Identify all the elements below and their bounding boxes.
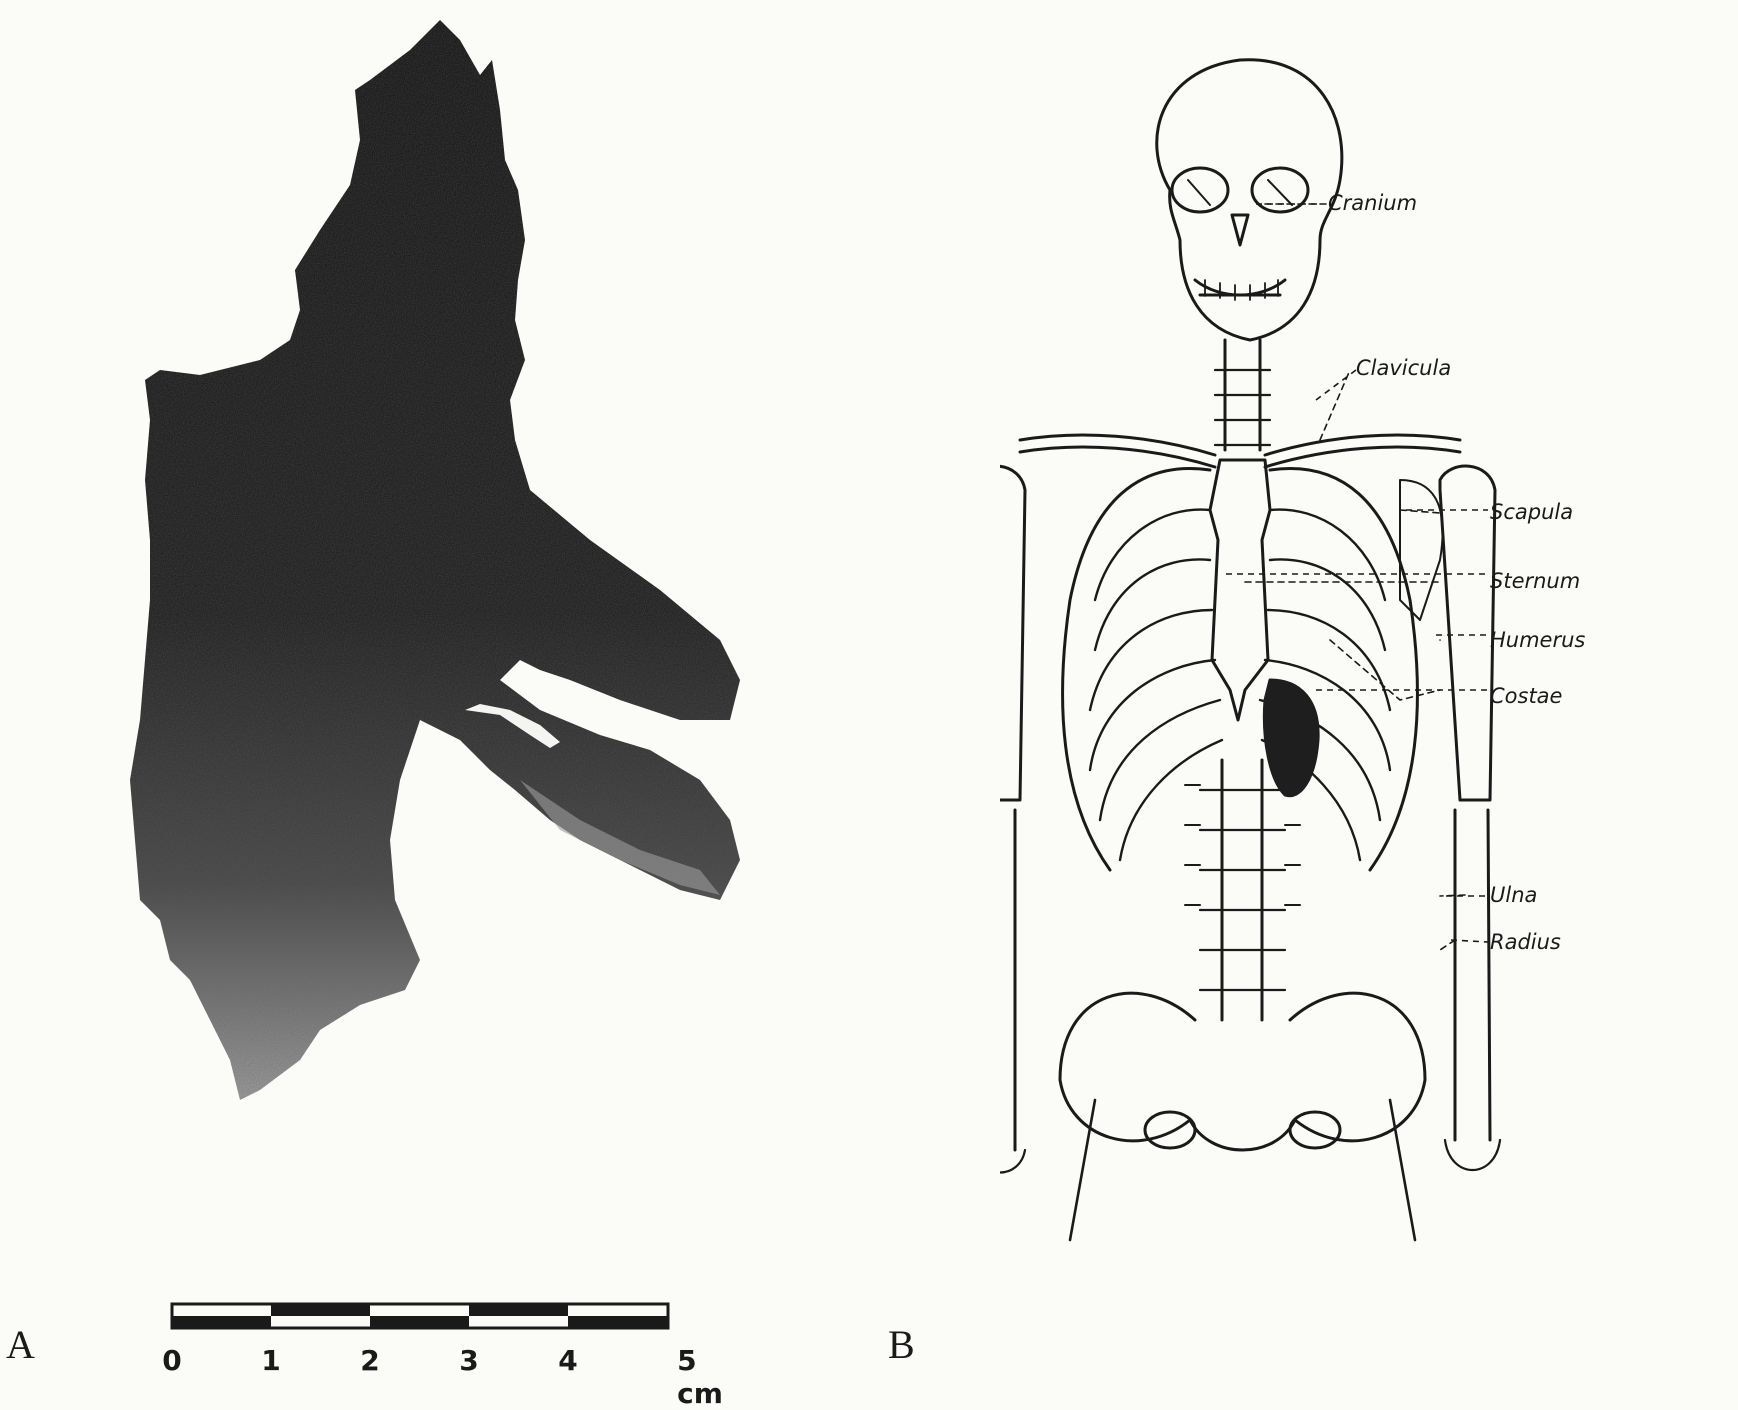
right-leader-lines <box>1256 180 1738 980</box>
scale-bar-graphic <box>170 1300 730 1344</box>
scale-tick-0: 0 <box>162 1344 181 1377</box>
panel-b-label: B <box>888 1325 915 1365</box>
scale-tick-1: 1 <box>261 1344 280 1377</box>
scale-tick-5: 5 cm <box>677 1344 723 1410</box>
scale-tick-4: 4 <box>558 1344 577 1377</box>
scale-tick-2: 2 <box>360 1344 379 1377</box>
pelvis <box>1060 993 1425 1240</box>
panel-a-label: A <box>6 1325 35 1365</box>
bone-fragment-photograph <box>120 20 840 1260</box>
scale-tick-3: 3 <box>459 1344 478 1377</box>
scale-bar: 0 1 2 3 4 5 cm <box>170 1300 730 1372</box>
